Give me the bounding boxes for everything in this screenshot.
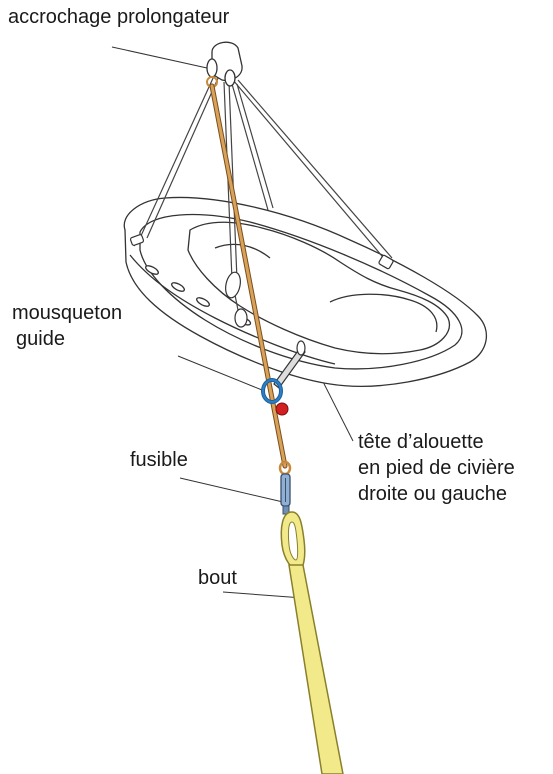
label-mousqueton-guide: mousqueton guide: [12, 300, 122, 352]
label-mousqueton-line-2: guide: [12, 326, 122, 352]
label-fusible: fusible: [130, 447, 188, 473]
bridle-strap-rear-right: [232, 84, 268, 210]
bout-rope-body: [289, 565, 343, 774]
top-hook-ring: [207, 59, 217, 77]
label-tete-line-1: tête d’alouette: [358, 429, 515, 455]
label-tete-line-3: droite ou gauche: [358, 481, 515, 507]
leader-line-bout: [223, 592, 303, 598]
top-hook-ring: [225, 70, 235, 86]
leader-line-mousqueton: [178, 356, 262, 390]
leader-line-accrochage: [112, 47, 207, 68]
label-mousqueton-line-1: mousqueton: [12, 300, 122, 326]
label-accrochage-prolongateur: accrochage prolongateur: [8, 4, 229, 30]
stretcher: [124, 197, 486, 386]
tete-alouette-loop: [297, 341, 305, 355]
carabiner-red-button: [276, 403, 288, 415]
label-bout: bout: [198, 565, 237, 591]
bridle-strap-rear-right-b: [237, 84, 273, 208]
bout-rope: [281, 512, 343, 774]
label-tete-line-2: en pied de civière: [358, 455, 515, 481]
leader-line-fusible: [180, 478, 283, 502]
fusible: [280, 462, 290, 514]
strap-carabiner: [235, 309, 247, 327]
label-tete-alouette: tête d’alouette en pied de civière droit…: [358, 429, 515, 507]
